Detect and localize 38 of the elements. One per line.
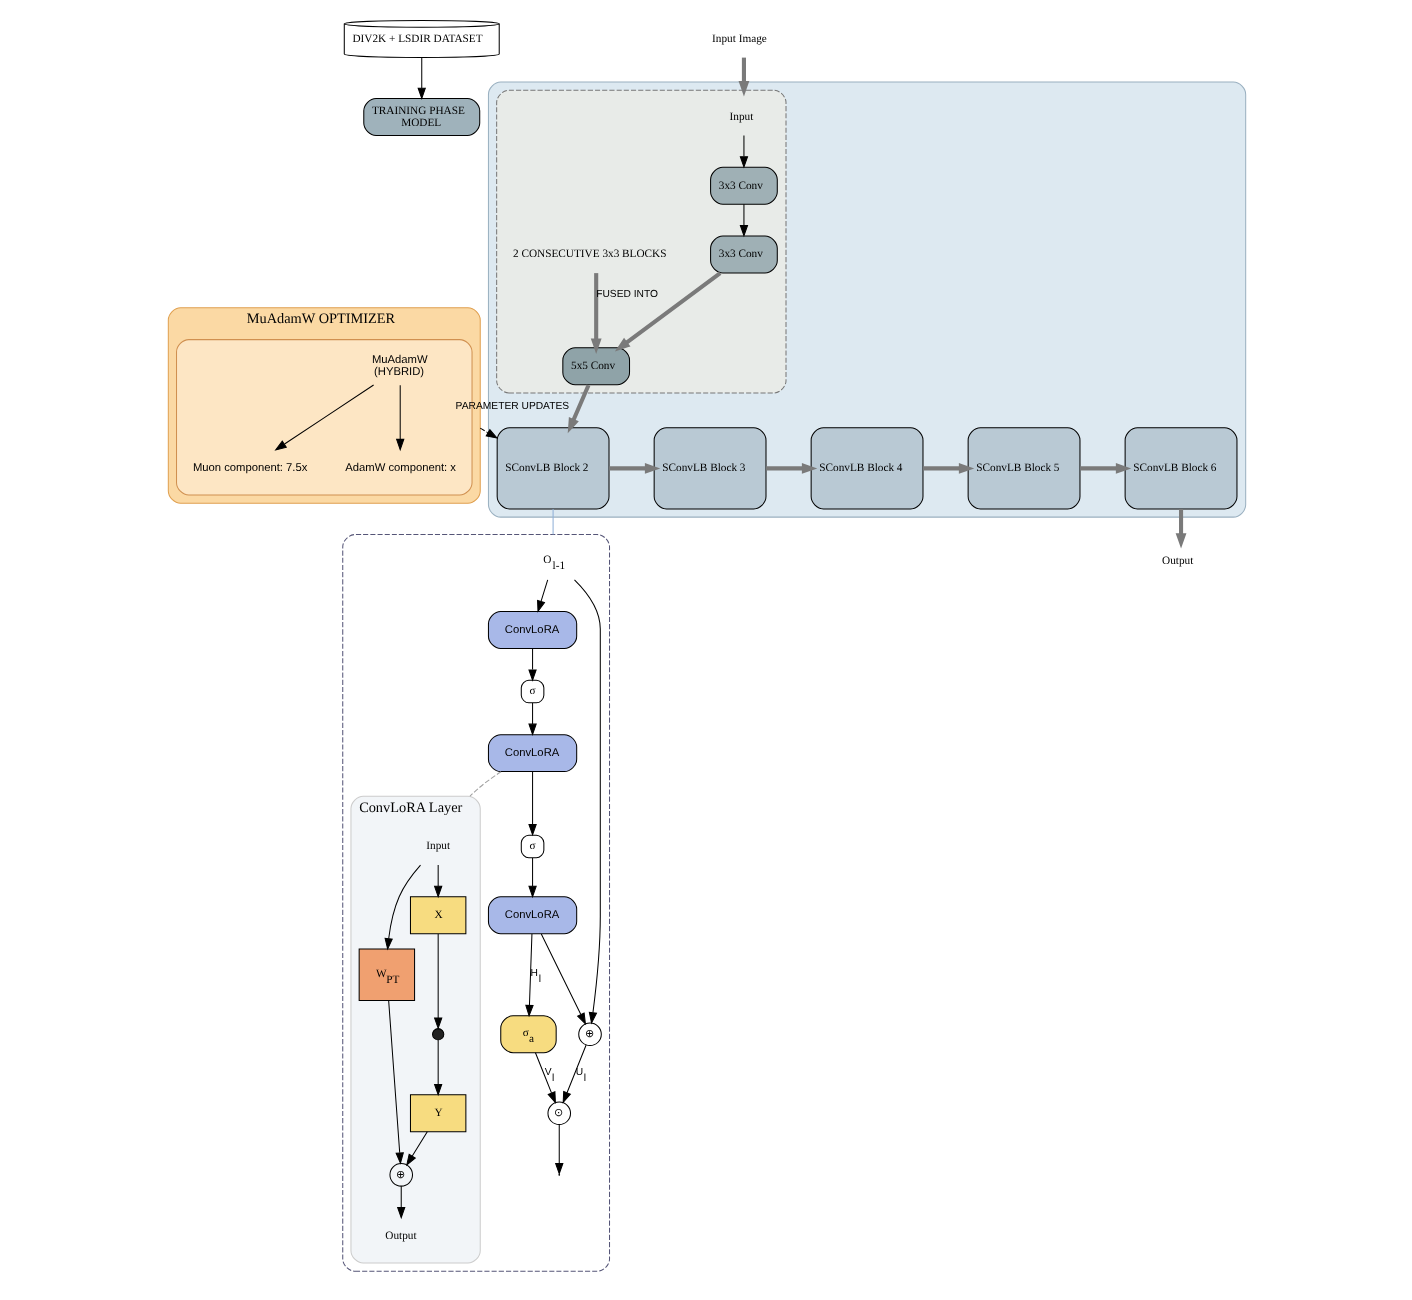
arrow: [432, 933, 442, 1030]
arrow: [613, 271, 721, 352]
arrow: [395, 1185, 405, 1220]
arrow: [608, 462, 660, 474]
arrow: [432, 864, 442, 899]
arrow: [765, 462, 817, 474]
arrow: [527, 702, 536, 736]
arrow: [478, 427, 498, 439]
arrow: [553, 1124, 563, 1176]
arrow: [527, 648, 536, 682]
arrow: [589, 273, 601, 354]
arrow: [533, 1052, 555, 1105]
cluster: [341, 534, 610, 1272]
arrow: [566, 384, 590, 434]
arrow: [273, 384, 374, 451]
arrow: [1174, 509, 1186, 549]
arrow: [383, 864, 421, 951]
cluster: [495, 89, 786, 394]
connector: [551, 508, 553, 536]
arrow: [561, 1044, 586, 1104]
arrow: [922, 462, 974, 474]
arrow: [416, 57, 426, 100]
arrow: [387, 999, 403, 1165]
arrow: [572, 579, 600, 1025]
arrow: [738, 135, 748, 169]
arrow: [737, 57, 749, 97]
arrow: [404, 1131, 427, 1167]
arrow: [394, 384, 404, 452]
arrow: [527, 771, 536, 837]
connector: [468, 771, 501, 797]
arrow: [539, 933, 586, 1026]
node-circle: [431, 1028, 444, 1041]
arrow: [527, 857, 536, 899]
arrow: [738, 203, 748, 238]
arrow: [524, 933, 533, 1018]
arrow: [1079, 462, 1131, 474]
arrow: [432, 1039, 442, 1097]
arrow: [536, 579, 548, 613]
